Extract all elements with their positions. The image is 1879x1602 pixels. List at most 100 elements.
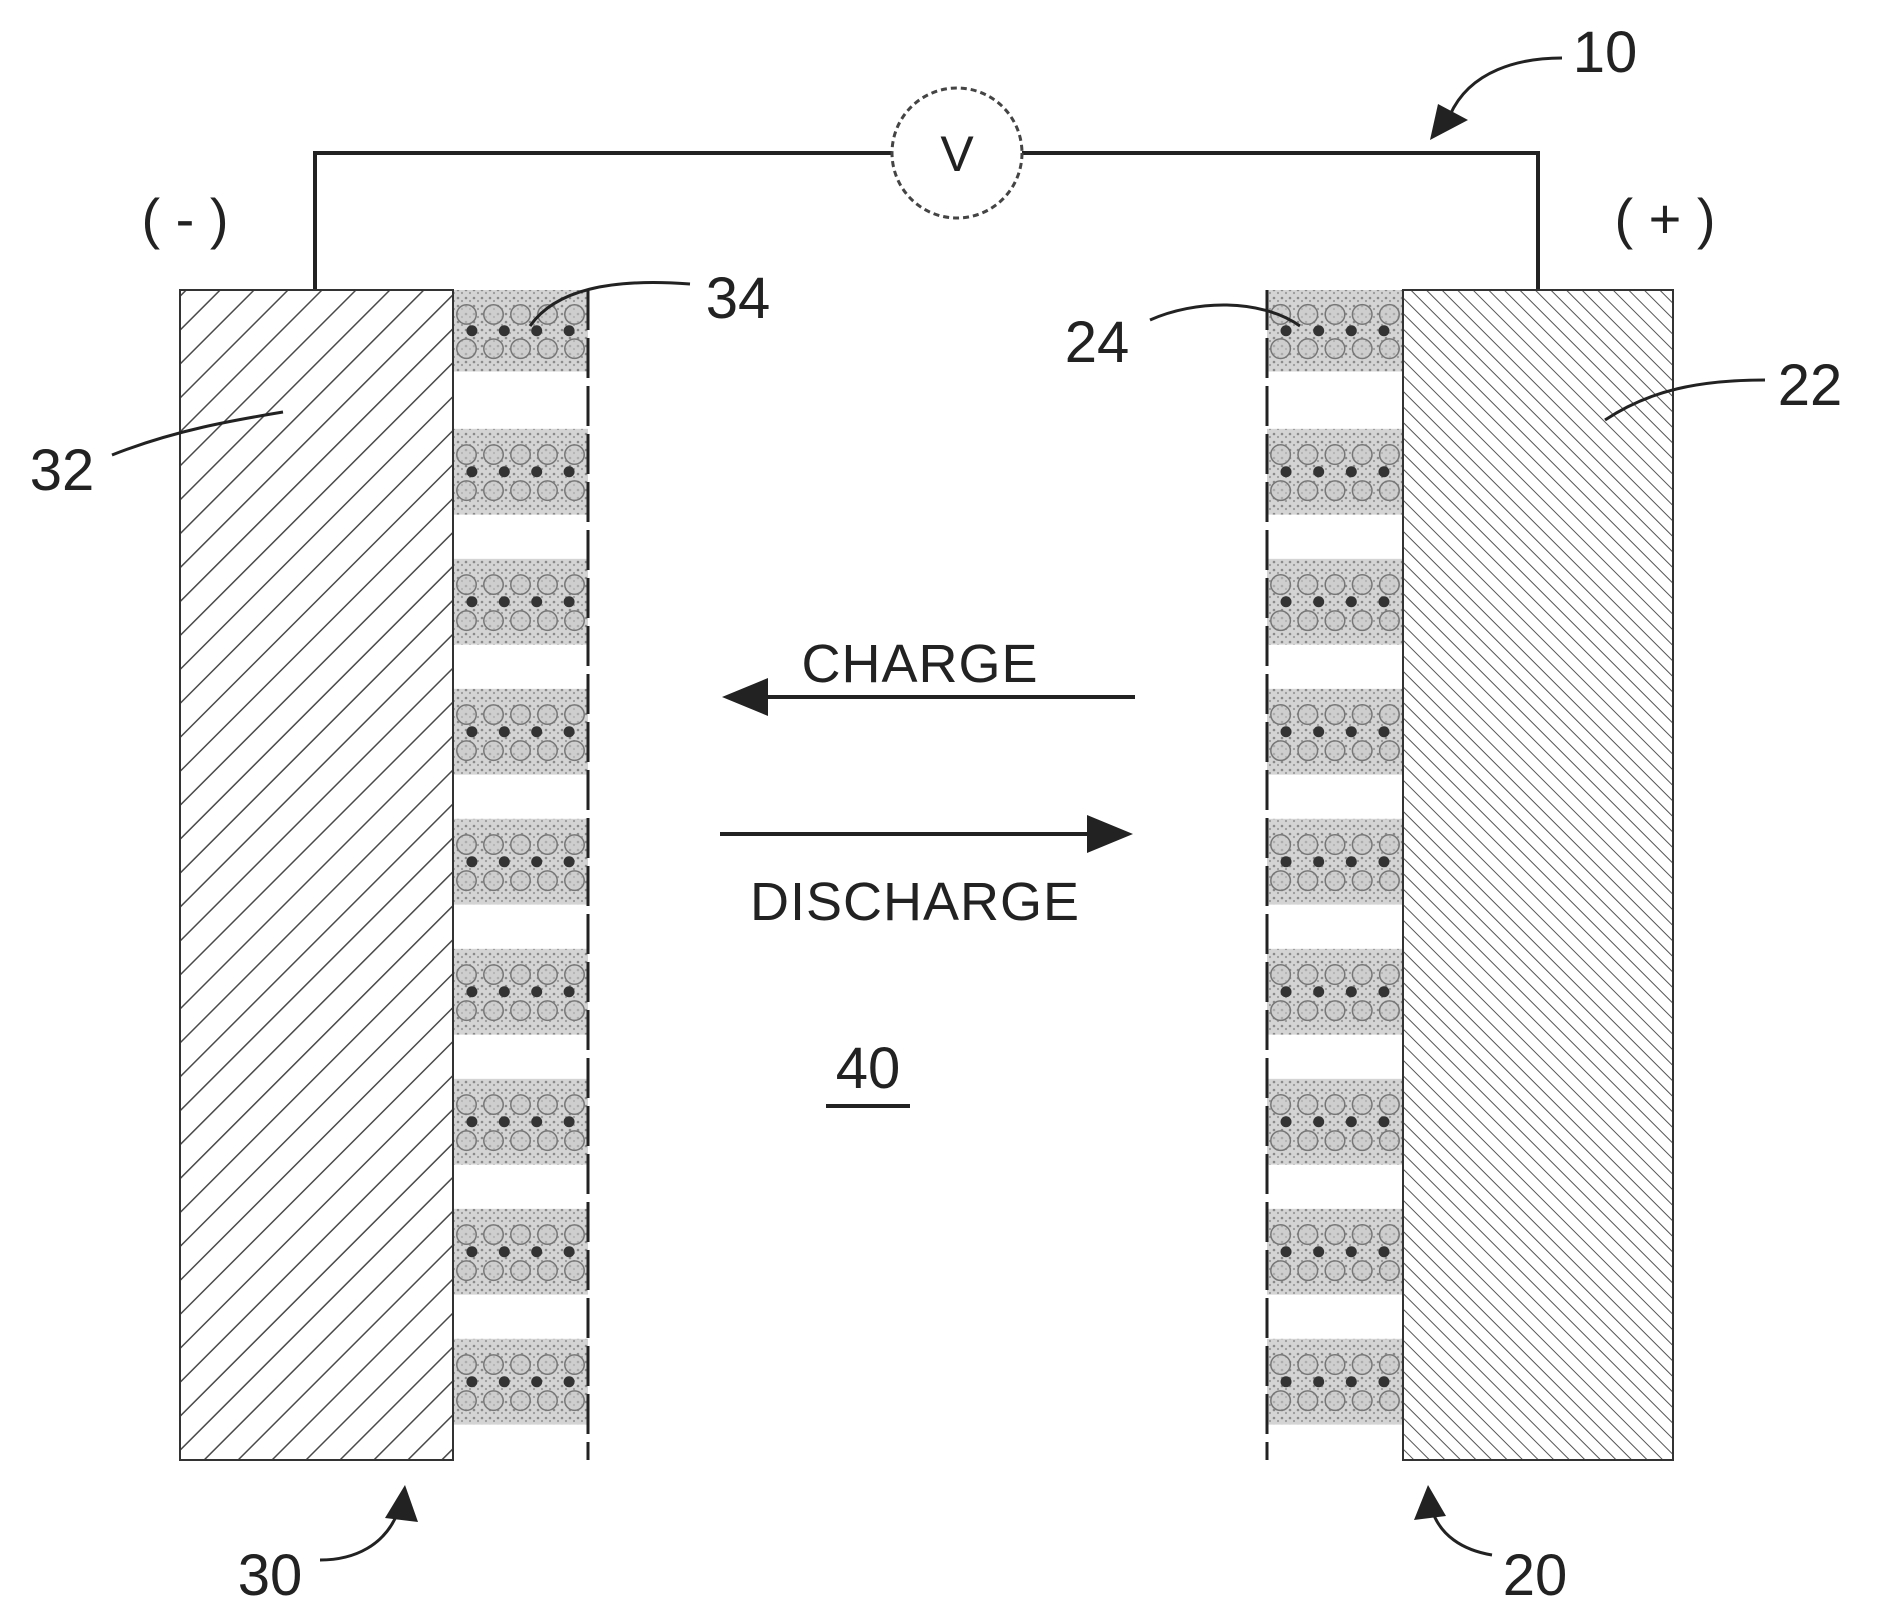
positive-particle	[1380, 445, 1400, 465]
positive-ion-dot	[1378, 726, 1389, 737]
positive-particle	[1325, 339, 1345, 359]
positive-ion-dot	[1346, 1376, 1357, 1387]
negative-ion-dot	[466, 1246, 477, 1257]
positive-particle	[1298, 1261, 1318, 1281]
positive-particle	[1271, 481, 1291, 501]
negative-particle	[511, 835, 530, 854]
negative-particle	[457, 481, 476, 500]
negative-particle	[457, 1355, 476, 1374]
positive-ion-dot	[1346, 986, 1357, 997]
positive-ion-dot	[1378, 986, 1389, 997]
negative-particle	[511, 705, 530, 724]
positive-ion-dot	[1313, 726, 1324, 737]
positive-active-segment	[1267, 559, 1403, 645]
negative-current-collector	[180, 290, 453, 1460]
positive-particle	[1325, 1131, 1345, 1151]
negative-active-segment	[453, 1209, 588, 1295]
negative-ion-dot	[531, 1246, 542, 1257]
negative-particle	[538, 1095, 557, 1114]
positive-particle	[1271, 445, 1291, 465]
negative-particle	[457, 305, 476, 324]
negative-particle	[538, 445, 557, 464]
positive-particle	[1325, 741, 1345, 761]
positive-particle	[1271, 1095, 1291, 1115]
negative-particle	[538, 871, 557, 890]
negative-particle	[511, 871, 530, 890]
negative-particle	[565, 741, 584, 760]
positive-particle	[1325, 1001, 1345, 1021]
positive-particle	[1352, 481, 1372, 501]
negative-particle	[484, 575, 503, 594]
negative-ion-dot	[499, 986, 510, 997]
charge-label: CHARGE	[801, 634, 1038, 694]
negative-particle	[457, 741, 476, 760]
positive-ion-dot	[1378, 1376, 1389, 1387]
positive-particle	[1380, 835, 1400, 855]
negative-particle	[484, 1095, 503, 1114]
positive-particle	[1380, 871, 1400, 891]
negative-ion-dot	[499, 466, 510, 477]
negative-particle	[511, 481, 530, 500]
negative-ion-dot	[499, 325, 510, 336]
positive-particle	[1352, 575, 1372, 595]
ref-battery: 10	[1573, 20, 1638, 85]
positive-particle	[1325, 1261, 1345, 1281]
positive-particle	[1352, 1095, 1372, 1115]
positive-particle	[1380, 481, 1400, 501]
positive-particle	[1298, 1001, 1318, 1021]
negative-ion-dot	[499, 726, 510, 737]
negative-ion-dot	[499, 856, 510, 867]
negative-particle	[484, 611, 503, 630]
negative-particle	[511, 741, 530, 760]
positive-ion-dot	[1346, 726, 1357, 737]
positive-ion-dot	[1281, 1246, 1292, 1257]
positive-active-segment	[1267, 290, 1403, 372]
negative-particle	[457, 339, 476, 358]
positive-particle	[1380, 575, 1400, 595]
negative-ion-dot	[531, 1116, 542, 1127]
negative-particle	[484, 871, 503, 890]
leader-10-arrowhead	[1430, 104, 1468, 140]
negative-particle	[538, 705, 557, 724]
charge-arrowhead	[722, 678, 768, 716]
negative-ion-dot	[564, 856, 575, 867]
positive-particle	[1380, 1131, 1400, 1151]
ref-negative-electrode: 30	[238, 1543, 303, 1602]
positive-particle	[1271, 575, 1291, 595]
positive-particle	[1380, 339, 1400, 359]
positive-particle	[1325, 445, 1345, 465]
positive-particle	[1380, 305, 1400, 325]
positive-particle	[1325, 481, 1345, 501]
positive-ion-dot	[1313, 856, 1324, 867]
ref-positive-electrode: 20	[1503, 1543, 1568, 1602]
negative-particle	[484, 305, 503, 324]
negative-particle	[484, 741, 503, 760]
positive-particle	[1325, 1355, 1345, 1375]
negative-particle	[565, 305, 584, 324]
negative-ion-dot	[564, 466, 575, 477]
negative-particle	[511, 611, 530, 630]
positive-particle	[1271, 1001, 1291, 1021]
positive-particle	[1298, 445, 1318, 465]
negative-particle	[511, 305, 530, 324]
positive-particle	[1352, 871, 1372, 891]
negative-particle	[457, 1131, 476, 1150]
negative-particle	[511, 1391, 530, 1410]
negative-active-segment	[453, 559, 588, 645]
negative-particle	[484, 835, 503, 854]
leader-30-arrowhead	[385, 1485, 418, 1522]
negative-ion-dot	[564, 1246, 575, 1257]
positive-particle	[1352, 1001, 1372, 1021]
positive-particle	[1352, 1225, 1372, 1245]
positive-active-layer	[1267, 290, 1403, 1425]
leader-20-arrowhead	[1414, 1485, 1446, 1520]
positive-particle	[1352, 965, 1372, 985]
negative-particle	[565, 1131, 584, 1150]
negative-particle	[565, 1225, 584, 1244]
positive-ion-dot	[1346, 1246, 1357, 1257]
negative-particle	[538, 1225, 557, 1244]
positive-particle	[1352, 339, 1372, 359]
negative-particle	[457, 965, 476, 984]
negative-ion-dot	[564, 325, 575, 336]
